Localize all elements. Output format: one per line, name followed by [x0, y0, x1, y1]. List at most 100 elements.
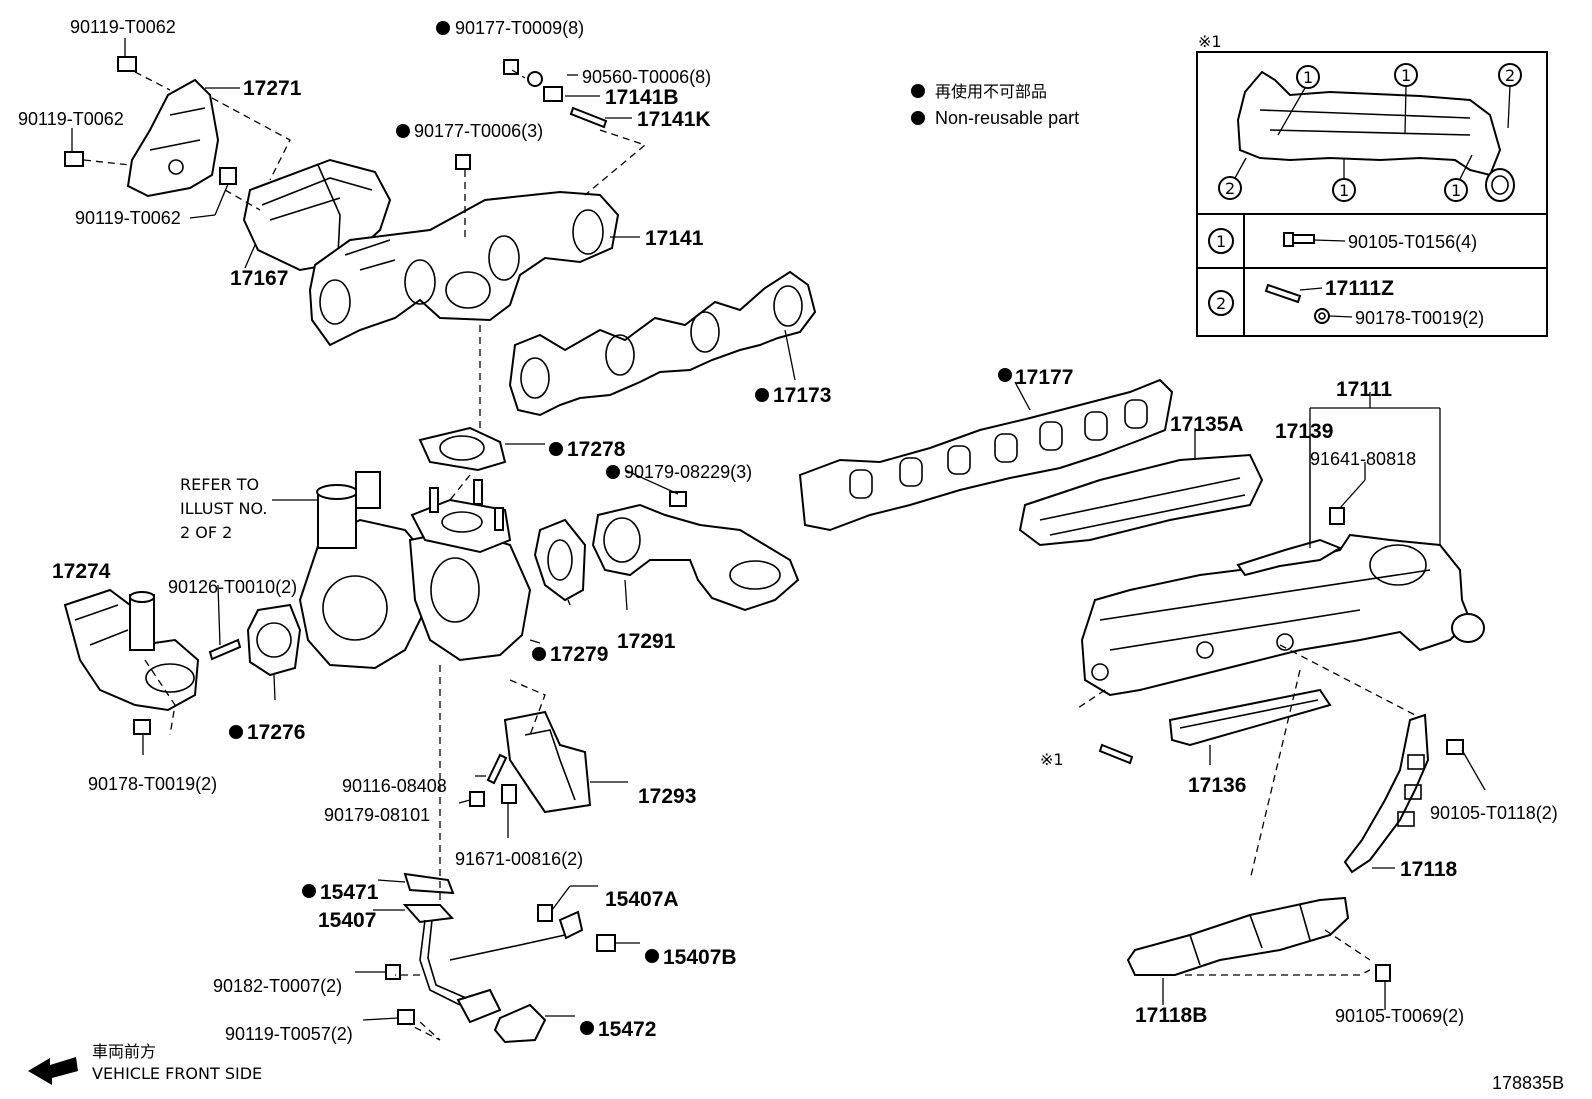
label-17173: 17173	[773, 384, 831, 407]
label-15471: 15471	[320, 881, 379, 904]
turbo-gasket-17278	[418, 426, 507, 472]
inset-row1-part: 90105-T0156(4)	[1348, 232, 1477, 252]
nut-icon	[669, 491, 687, 507]
label-17276: 17276	[247, 721, 305, 744]
turbo-stay-17293	[503, 710, 592, 814]
label-mark-1: ※1	[1040, 750, 1064, 769]
turbocharger	[298, 471, 532, 670]
legend-dot-en	[911, 111, 925, 125]
label-90119-T0062-mid: 90119-T0062	[75, 208, 181, 228]
label-90116-08408: 90116-08408	[342, 776, 447, 796]
front-japanese: 車両前方	[92, 1042, 156, 1061]
bolt-icon	[1283, 232, 1315, 247]
label-17118B: 17118B	[1135, 1004, 1207, 1027]
nut-icon	[385, 964, 401, 980]
bolt-icon	[537, 904, 553, 922]
bolt-icon	[501, 784, 517, 804]
bracket-17118B	[1126, 896, 1350, 976]
washer-icon	[527, 71, 543, 87]
stud-icon	[208, 638, 242, 661]
label-17291: 17291	[617, 630, 676, 653]
inset-box: ※1 1 1 2 2 1 1 1	[1196, 32, 1548, 337]
callout-2-a: 2	[1505, 66, 1515, 85]
label-17141: 17141	[645, 227, 704, 250]
row2-marker: 2	[1216, 294, 1226, 313]
row1-marker: 1	[1216, 232, 1226, 251]
label-refer-line3: 2 OF 2	[180, 523, 232, 542]
label-90119-T0057: 90119-T0057(2)	[225, 1024, 353, 1044]
bolt-icon	[1375, 964, 1391, 982]
label-17111: 17111	[1336, 378, 1392, 401]
label-90177-T0009: 90177-T0009(8)	[455, 18, 584, 38]
stud-icon	[1098, 743, 1134, 765]
bolt-icon	[397, 1009, 415, 1025]
stud-icon	[569, 106, 608, 129]
bolt-icon	[64, 151, 84, 167]
union-icon	[558, 910, 584, 940]
inset-callouts: 1 1 2 2 1 1	[1218, 63, 1522, 202]
assembly-lines	[83, 69, 1416, 1041]
exhaust-pipe-17291	[591, 503, 800, 612]
bolt-icon	[1446, 739, 1464, 755]
inset-manifold-sketch	[1236, 70, 1515, 202]
label-90119-T0062-left: 90119-T0062	[18, 109, 124, 129]
label-17274: 17274	[52, 560, 111, 583]
callout-2-b: 2	[1225, 179, 1235, 198]
label-91641-80818: 91641-80818	[1310, 449, 1416, 469]
label-17141B: 17141B	[605, 86, 679, 109]
label-15407: 15407	[318, 909, 376, 932]
label-17118: 17118	[1400, 858, 1458, 881]
oil-pipe-15407	[402, 904, 566, 1024]
nut-icon	[543, 86, 563, 102]
bracket-17118	[1343, 713, 1430, 874]
gasket-15472	[493, 1003, 547, 1044]
label-17135A: 17135A	[1170, 413, 1244, 436]
heat-insulator-17271	[126, 78, 220, 198]
label-refer-line1: REFER TO	[180, 475, 259, 494]
inlet-pipe-17274	[63, 588, 200, 712]
part-labels: 90119-T0062 17271 90119-T0062 90119-T006…	[18, 17, 1558, 1044]
legend-english: Non-reusable part	[935, 108, 1079, 128]
label-90178-T0019: 90178-T0019(2)	[88, 774, 217, 794]
inset-row2-part-a: 17111Z	[1325, 277, 1394, 300]
union-bolt-icon	[596, 934, 616, 952]
nut-icon	[455, 154, 471, 170]
label-90105-T0118: 90105-T0118(2)	[1430, 803, 1558, 823]
stud-icon	[486, 753, 508, 785]
label-90126-T0010: 90126-T0010(2)	[168, 577, 297, 597]
label-17177: 17177	[1015, 366, 1073, 389]
legend-dot-jp	[911, 84, 925, 98]
label-17141K: 17141K	[637, 108, 711, 131]
label-refer-line2: ILLUST NO.	[180, 499, 267, 518]
label-91671-00816: 91671-00816(2)	[455, 849, 583, 869]
exhaust-manifold-17141	[308, 190, 620, 347]
label-17139: 17139	[1275, 420, 1333, 443]
figure-id: 178835B	[1492, 1073, 1564, 1093]
label-17278: 17278	[567, 438, 626, 461]
label-90119-T0062-top: 90119-T0062	[70, 17, 176, 37]
label-90177-T0006: 90177-T0006(3)	[414, 121, 543, 141]
intake-manifold-gasket-17177	[798, 378, 1174, 532]
front-arrow-icon	[28, 1057, 78, 1085]
nut-icon	[469, 791, 485, 807]
label-17136: 17136	[1188, 774, 1246, 797]
label-90560-T0006: 90560-T0006(8)	[582, 67, 711, 87]
label-90182-T0007: 90182-T0007(2)	[213, 976, 342, 996]
turbo-gasket-17276	[246, 603, 302, 677]
bolt-icon	[133, 719, 151, 735]
callout-1-d: 1	[1451, 181, 1461, 200]
bolt-icon	[117, 56, 137, 72]
label-17279: 17279	[550, 643, 608, 666]
label-17167: 17167	[230, 267, 288, 290]
callout-1-a: 1	[1303, 68, 1313, 87]
legend: 再使用不可部品 Non-reusable part	[911, 82, 1079, 128]
intake-manifold-17111	[1080, 533, 1485, 697]
label-15472: 15472	[598, 1018, 656, 1041]
label-15407B: 15407B	[663, 946, 737, 969]
inset-row2-part-b: 90178-T0019(2)	[1355, 308, 1484, 328]
gasket-15471	[403, 872, 455, 895]
callout-1-b: 1	[1401, 66, 1411, 85]
inset-marker: ※1	[1198, 32, 1222, 51]
outlet-gasket-17279	[533, 518, 587, 602]
